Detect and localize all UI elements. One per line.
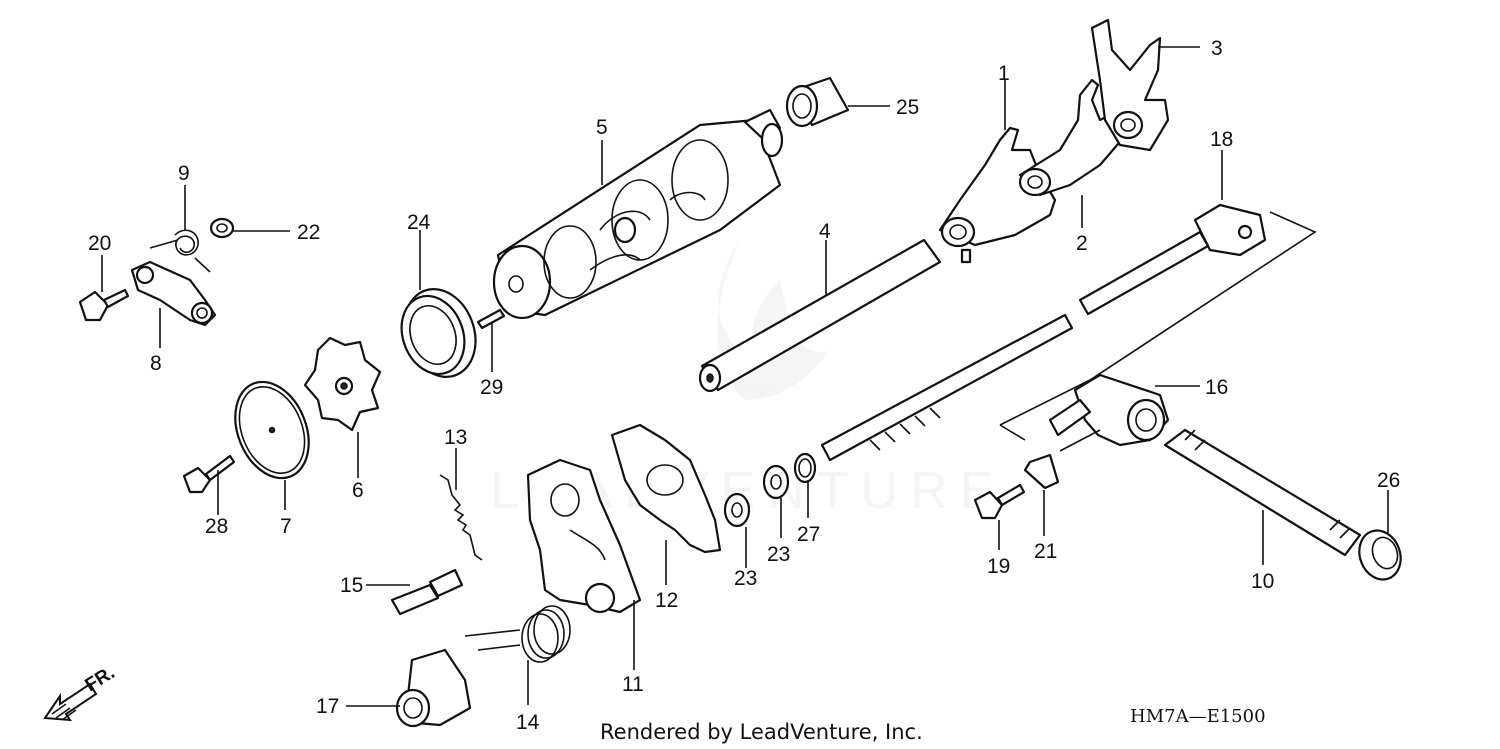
front-arrow-icon xyxy=(43,682,98,722)
callout-29: 29 xyxy=(480,376,503,399)
dowel-pin xyxy=(476,308,506,330)
stopper-arm xyxy=(130,260,217,327)
needle-bearing xyxy=(785,76,850,128)
plate-bolt xyxy=(182,454,236,494)
lever-bolt xyxy=(973,483,1026,520)
stopper-washer xyxy=(209,217,235,239)
callout-27: 27 xyxy=(797,523,820,546)
callout-9: 9 xyxy=(178,162,190,185)
callout-22: 22 xyxy=(297,221,320,244)
fork-shaft xyxy=(698,238,942,393)
callout-25: 25 xyxy=(896,96,919,119)
gearshift-spindle xyxy=(820,203,1267,462)
return-spring xyxy=(439,474,483,561)
callout-13: 13 xyxy=(444,426,467,449)
shift-plate xyxy=(610,423,722,554)
torsion-spring xyxy=(464,605,571,663)
washer-23a xyxy=(723,492,751,528)
shift-fork-1 xyxy=(938,126,1057,264)
callout-16: 16 xyxy=(1205,376,1228,399)
spring-pin xyxy=(390,568,464,616)
callout-3: 3 xyxy=(1211,37,1223,60)
stopper-bolt xyxy=(78,288,130,322)
callout-12: 12 xyxy=(655,589,678,612)
callout-4: 4 xyxy=(819,220,831,243)
oil-seal xyxy=(400,288,477,378)
callout-17: 17 xyxy=(316,695,339,718)
shift-fork-3 xyxy=(1090,18,1170,152)
callout-1: 1 xyxy=(998,62,1010,85)
callout-labels: 1 2 3 4 5 6 7 8 9 10 11 12 13 14 15 16 1… xyxy=(88,37,1400,734)
callout-23a: 23 xyxy=(734,567,757,590)
callout-26: 26 xyxy=(1377,469,1400,492)
callout-19: 19 xyxy=(987,555,1010,578)
callout-28: 28 xyxy=(205,515,228,538)
callout-24: 24 xyxy=(407,211,431,234)
callout-7: 7 xyxy=(280,515,292,538)
circlip-27 xyxy=(793,452,817,484)
front-direction-indicator: FR. xyxy=(43,662,119,722)
callout-15: 15 xyxy=(340,574,363,597)
star-plate xyxy=(303,336,382,432)
shift-lever xyxy=(1048,373,1170,447)
leader-lines xyxy=(101,46,1389,707)
shift-fork-2 xyxy=(1018,78,1132,197)
callout-21: 21 xyxy=(1034,540,1057,563)
callout-2: 2 xyxy=(1076,232,1088,255)
callout-18: 18 xyxy=(1210,128,1233,151)
callout-14: 14 xyxy=(516,711,540,734)
callout-10: 10 xyxy=(1251,570,1274,593)
callout-11: 11 xyxy=(622,673,644,696)
callout-6: 6 xyxy=(352,479,364,502)
cover-plate xyxy=(234,380,310,480)
callout-23b: 23 xyxy=(767,543,790,566)
shift-arm xyxy=(526,458,642,614)
stopper-spring xyxy=(149,229,211,273)
callout-8: 8 xyxy=(150,352,162,375)
shift-shaft xyxy=(1163,428,1362,557)
credit-text: Rendered by LeadVenture, Inc. xyxy=(600,720,923,744)
diagram-code: HM7A—E1500 xyxy=(1130,706,1266,727)
washer-23b xyxy=(762,464,790,500)
shaft-collar xyxy=(395,648,472,728)
shaft-oil-seal xyxy=(1358,529,1402,581)
shift-drum xyxy=(492,108,784,320)
lever-clamp xyxy=(1023,453,1060,490)
callout-20: 20 xyxy=(88,232,111,255)
callout-5: 5 xyxy=(596,116,608,139)
